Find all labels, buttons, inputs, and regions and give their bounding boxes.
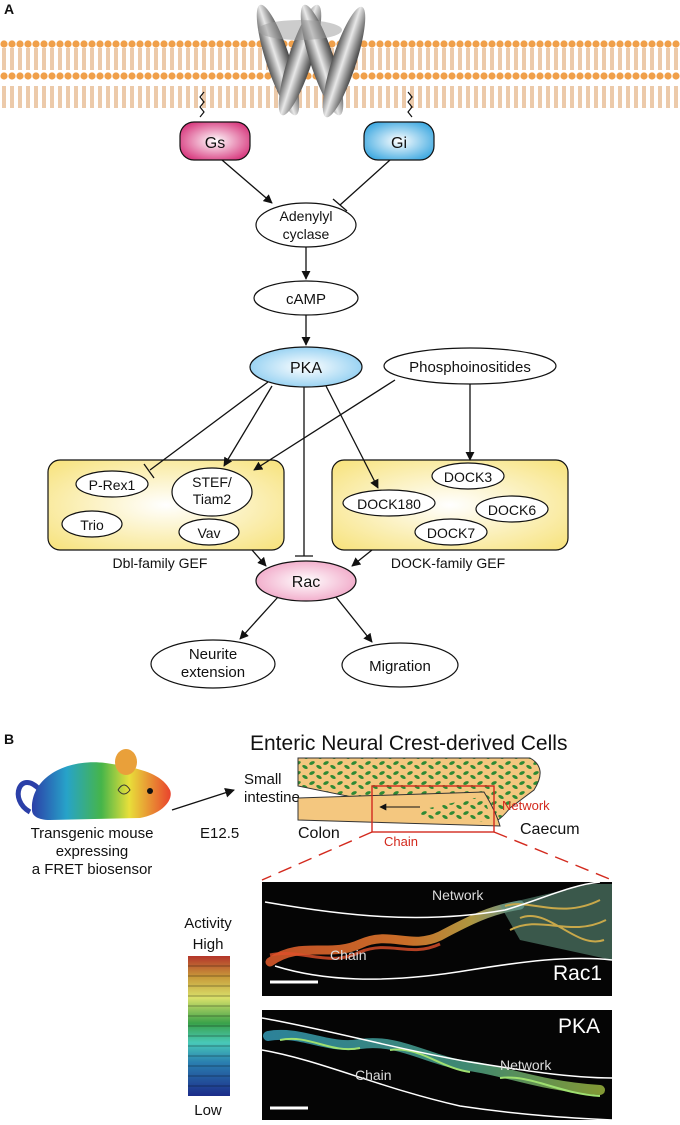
dbl-family-gef-box: P-Rex1 STEF/ Tiam2 Trio Vav xyxy=(47,459,285,551)
gs-node: Gs xyxy=(179,121,251,161)
prex1-label: P-Rex1 xyxy=(89,477,136,493)
gpcr-receptor-icon xyxy=(256,4,366,118)
activity-label: Activity xyxy=(184,915,232,932)
gut-schematic xyxy=(297,757,541,833)
pka-node: PKA xyxy=(249,346,363,388)
mouse-line-2: expressing xyxy=(56,843,129,860)
pka-image-label: PKA xyxy=(558,1015,600,1038)
zoom-line-right xyxy=(493,831,613,881)
dock3-label: DOCK3 xyxy=(444,469,492,485)
rac1-chain-label: Chain xyxy=(330,947,367,963)
trio-label: Trio xyxy=(80,517,104,533)
neurite-extension-node: Neurite extension xyxy=(150,639,276,689)
enteric-title: Enteric Neural Crest-derived Cells xyxy=(250,732,567,755)
tiam2-label: Tiam2 xyxy=(193,491,232,507)
vav-label: Vav xyxy=(197,525,220,541)
phosphoinositides-label: Phosphoinositides xyxy=(409,359,531,376)
camp-label: cAMP xyxy=(286,291,326,308)
pathway-edges xyxy=(143,159,475,643)
dock6-label: DOCK6 xyxy=(488,502,536,518)
chain-red-label: Chain xyxy=(384,834,418,849)
migration-label: Migration xyxy=(369,658,431,675)
e125-arrow xyxy=(171,788,235,811)
pka-label: PKA xyxy=(290,360,322,377)
rac-node: Rac xyxy=(255,560,357,602)
dock-family-label: DOCK-family GEF xyxy=(391,555,505,571)
camp-node: cAMP xyxy=(253,280,359,316)
e125-label: E12.5 xyxy=(200,825,239,842)
zoom-box xyxy=(371,785,495,833)
gi-node: Gi xyxy=(363,121,435,161)
dbl-family-label: Dbl-family GEF xyxy=(113,555,208,571)
mouse-line-3: a FRET biosensor xyxy=(32,861,153,878)
adenylyl-cyclase-node: Adenylyl cyclase xyxy=(255,202,357,248)
migration-node: Migration xyxy=(341,642,459,688)
network-red-label: Network xyxy=(502,798,550,813)
adenylyl-label: Adenylyl xyxy=(280,208,333,224)
panel-a-label: A xyxy=(4,1,14,17)
gs-label: Gs xyxy=(205,135,225,152)
low-label: Low xyxy=(194,1102,222,1119)
rac1-label: Rac1 xyxy=(553,962,602,985)
dock7-label: DOCK7 xyxy=(427,525,475,541)
dock180-label: DOCK180 xyxy=(357,496,421,512)
pka-chain-label: Chain xyxy=(355,1067,392,1083)
panel-b-label: B xyxy=(4,731,14,747)
dock-family-gef-box: DOCK3 DOCK180 DOCK6 DOCK7 xyxy=(331,459,569,551)
neurite-label: Neurite xyxy=(189,646,237,663)
high-label: High xyxy=(193,936,224,953)
transgenic-mouse-icon xyxy=(15,749,171,820)
intestine-label: intestine xyxy=(244,789,300,806)
stef-label: STEF/ xyxy=(192,474,232,490)
rac1-network-label: Network xyxy=(432,887,484,903)
rac-label: Rac xyxy=(292,574,320,591)
activity-colorbar xyxy=(188,956,230,1096)
phosphoinositides-node: Phosphoinositides xyxy=(383,347,557,385)
pka-image xyxy=(261,1010,613,1121)
mouse-line-1: Transgenic mouse xyxy=(31,825,154,842)
colon-label: Colon xyxy=(298,825,340,842)
caecum-label: Caecum xyxy=(520,821,580,838)
rac1-image xyxy=(262,881,613,996)
extension-label: extension xyxy=(181,664,245,681)
cyclase-label: cyclase xyxy=(283,226,330,242)
gi-label: Gi xyxy=(391,135,407,152)
zoom-line-left xyxy=(261,831,373,881)
small-label: Small xyxy=(244,771,282,788)
pka-network-label: Network xyxy=(500,1057,552,1073)
